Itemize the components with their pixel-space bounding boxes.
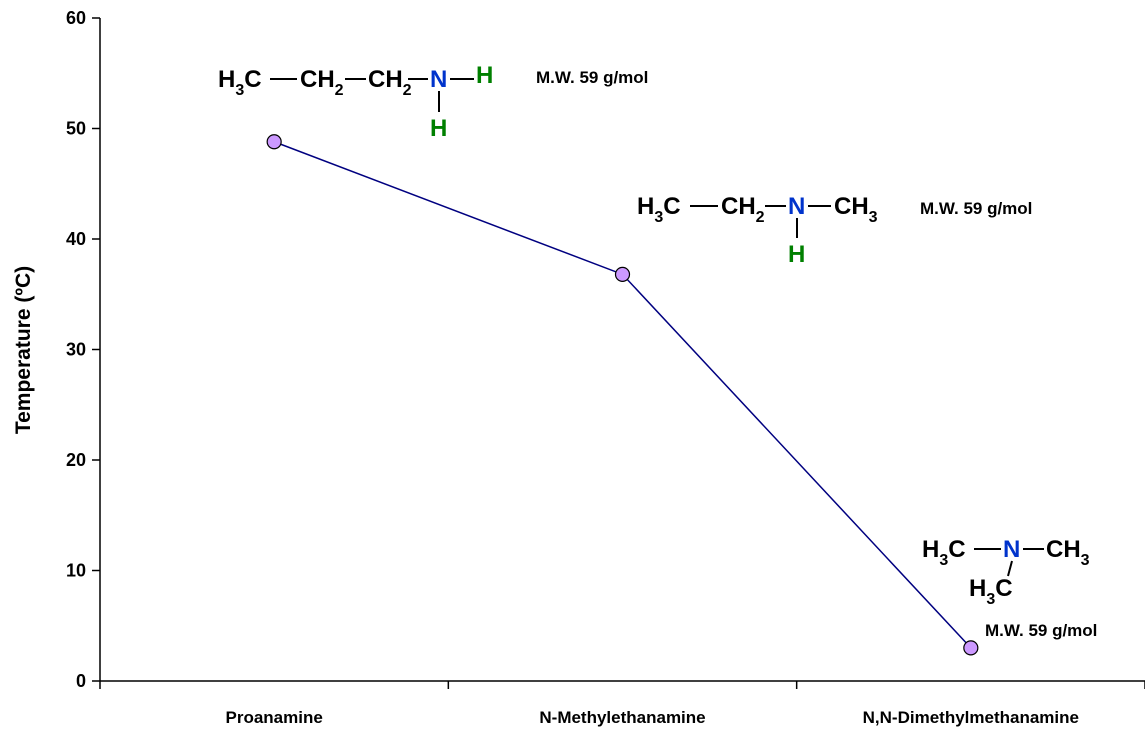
x-category-label: N-Methylethanamine [539, 708, 705, 727]
atom-n: N [1003, 536, 1020, 563]
atom-n: N [430, 66, 447, 93]
atom-h3c: H3C [637, 193, 681, 226]
atom-h-below: H [788, 241, 805, 268]
atom-h3c-below: H3C [969, 575, 1013, 608]
y-tick-label: 40 [66, 229, 86, 249]
series-line-group [266, 134, 979, 656]
x-category-label: Proanamine [226, 708, 323, 727]
atom-h3c: H3C [922, 536, 966, 569]
atom-h3c: H3C [218, 66, 262, 99]
x-category-label: N,N-Dimethylmethanamine [863, 708, 1079, 727]
bond [1007, 560, 1013, 577]
structure-proanamine: H3C CH2 CH2 N H H M.W. 59 g/mol [218, 62, 648, 142]
mw-label: M.W. 59 g/mol [536, 68, 648, 87]
mw-label: M.W. 59 g/mol [920, 199, 1032, 218]
data-point-n-methylethanamine [614, 266, 631, 282]
atom-n: N [788, 193, 805, 220]
y-tick-label: 10 [66, 561, 86, 581]
mw-label: M.W. 59 g/mol [985, 621, 1097, 640]
y-tick-label: 30 [66, 340, 86, 360]
atom-ch2: CH2 [368, 66, 412, 99]
y-tick-label: 50 [66, 119, 86, 139]
structure-n-methylethanamine: H3C CH2 N CH3 H M.W. 59 g/mol [637, 193, 1032, 268]
y-tick-label: 0 [76, 671, 86, 691]
data-point-n-n-dimethylmethanamine [963, 640, 979, 656]
x-ticks: Proanamine N-Methylethanamine N,N-Dimethyl… [99, 681, 1145, 727]
y-tick-label: 60 [66, 8, 86, 28]
y-tick-label: 20 [66, 450, 86, 470]
atom-h-below: H [430, 115, 447, 142]
y-axis-title: Temperature (ºC) [12, 266, 35, 434]
atom-ch2: CH2 [300, 66, 344, 99]
data-point-proanamine [266, 134, 282, 150]
atom-ch3: CH3 [834, 193, 878, 226]
atom-ch2: CH2 [721, 193, 765, 226]
atom-h: H [476, 62, 493, 89]
y-ticks: 0 10 20 30 40 50 60 [66, 8, 100, 691]
atom-ch3: CH3 [1046, 536, 1090, 569]
